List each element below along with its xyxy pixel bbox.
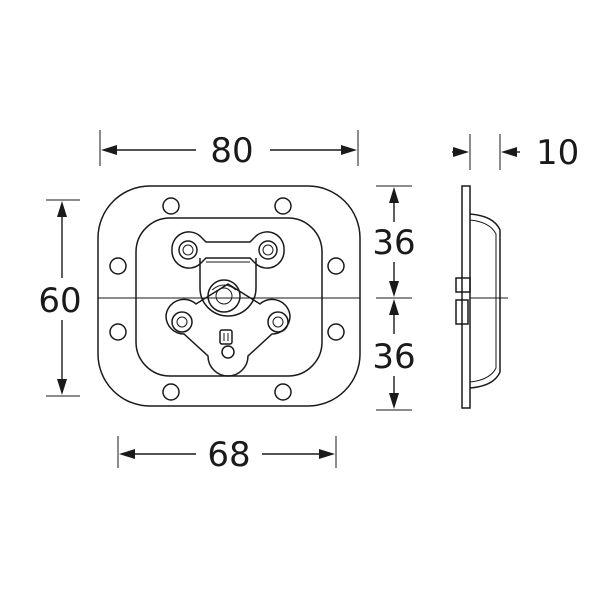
mounting-hole (162, 197, 180, 215)
dim-recess-width: 68 (117, 435, 337, 475)
dim-overall-height-label: 60 (38, 281, 81, 321)
butterfly-handle-base (165, 283, 291, 377)
latch-front-view (97, 185, 361, 407)
dim-overall-width-label: 80 (210, 131, 253, 171)
mounting-hole (274, 383, 292, 401)
side-flange (461, 185, 471, 409)
latch-side-view (455, 185, 508, 409)
padlock-tab (219, 329, 233, 345)
mounting-holes (109, 197, 345, 401)
dim-half-heights: 36 36 (372, 185, 416, 411)
dim-upper-half-label: 36 (372, 223, 415, 263)
outer-plate-outline (97, 185, 361, 407)
mounting-hole (327, 323, 345, 341)
dim-recess-width-label: 68 (207, 435, 250, 475)
mounting-hole (274, 197, 292, 215)
keeper-bracket (171, 231, 285, 269)
dim-overall-height: 60 (38, 199, 82, 397)
mounting-hole (327, 257, 345, 275)
dim-lower-half-label: 36 (372, 337, 415, 377)
dim-depth: 10 (452, 133, 579, 173)
mounting-hole (109, 257, 127, 275)
latch-cam-pivot (207, 279, 241, 313)
mounting-hole (162, 383, 180, 401)
dim-overall-width: 80 (99, 130, 359, 171)
dim-depth-label: 10 (536, 133, 579, 173)
side-recess-profile (469, 213, 501, 389)
latch-hook-link (199, 258, 257, 317)
mounting-hole (109, 323, 127, 341)
